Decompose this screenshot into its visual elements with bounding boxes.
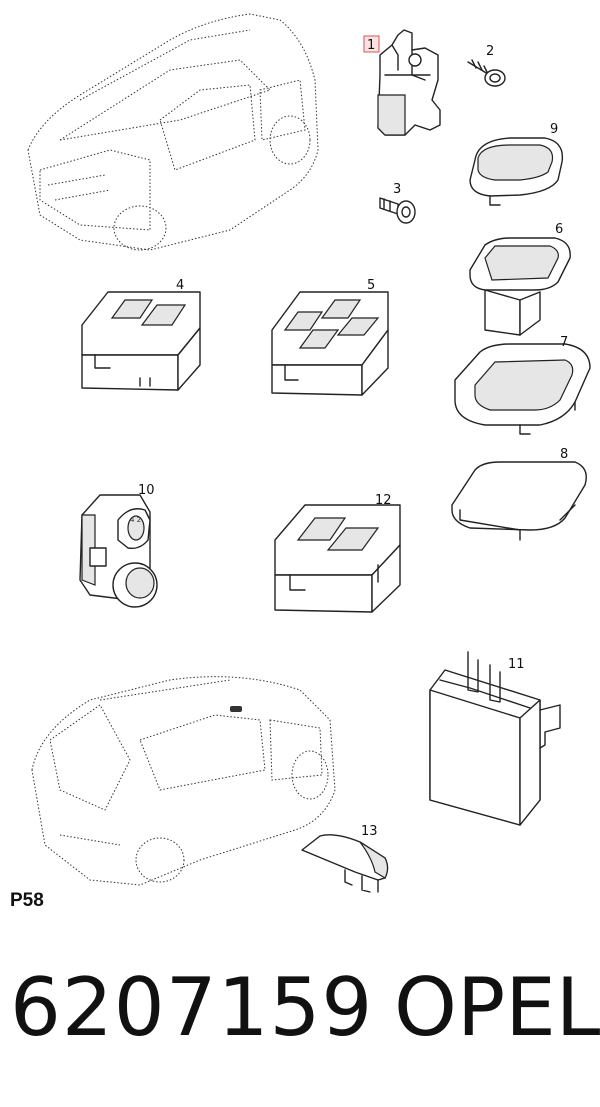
part-13-clip xyxy=(301,834,389,893)
callout-5: 5 xyxy=(367,278,375,293)
svg-text:4 2: 4 2 xyxy=(130,516,141,524)
callout-13: 13 xyxy=(361,824,378,839)
callout-10: 10 xyxy=(138,483,155,498)
callout-1: 1 xyxy=(367,38,375,53)
brand-name: OPEL xyxy=(394,961,600,1054)
part-6-switch xyxy=(469,237,571,336)
callout-8: 8 xyxy=(560,447,568,462)
callout-6: 6 xyxy=(555,222,563,237)
part-3-bolt xyxy=(379,197,416,224)
part-5-switch-pack xyxy=(271,291,389,396)
car-front-view xyxy=(27,13,319,251)
car-rear-view xyxy=(31,676,336,886)
parts-diagram: 4 2 1 2 3 4 5 6 7 8 9 10 11 12 13 xyxy=(27,13,591,893)
part-number: 6207159 xyxy=(10,961,374,1054)
callout-12: 12 xyxy=(375,493,392,508)
part-1-actuator xyxy=(377,29,441,136)
callout-11: 11 xyxy=(508,657,525,672)
part-4-switch-pack xyxy=(81,291,201,391)
part-10-mirror-switch: 4 2 xyxy=(79,494,158,608)
callout-3: 3 xyxy=(393,182,401,197)
callout-9: 9 xyxy=(550,122,558,137)
callout-1-highlight xyxy=(363,35,380,53)
callout-4: 4 xyxy=(176,278,184,293)
page-code: P58 xyxy=(10,890,44,911)
callout-7: 7 xyxy=(560,335,568,350)
part-8-blank xyxy=(451,461,587,541)
part-9-cover xyxy=(469,137,564,206)
part-11-relay xyxy=(429,651,561,826)
part-7-bezel xyxy=(454,343,591,435)
car-rear-marker xyxy=(230,706,242,712)
part-2-screw xyxy=(467,59,506,87)
callout-2: 2 xyxy=(486,44,494,59)
part-12-switch-pack xyxy=(274,504,401,613)
